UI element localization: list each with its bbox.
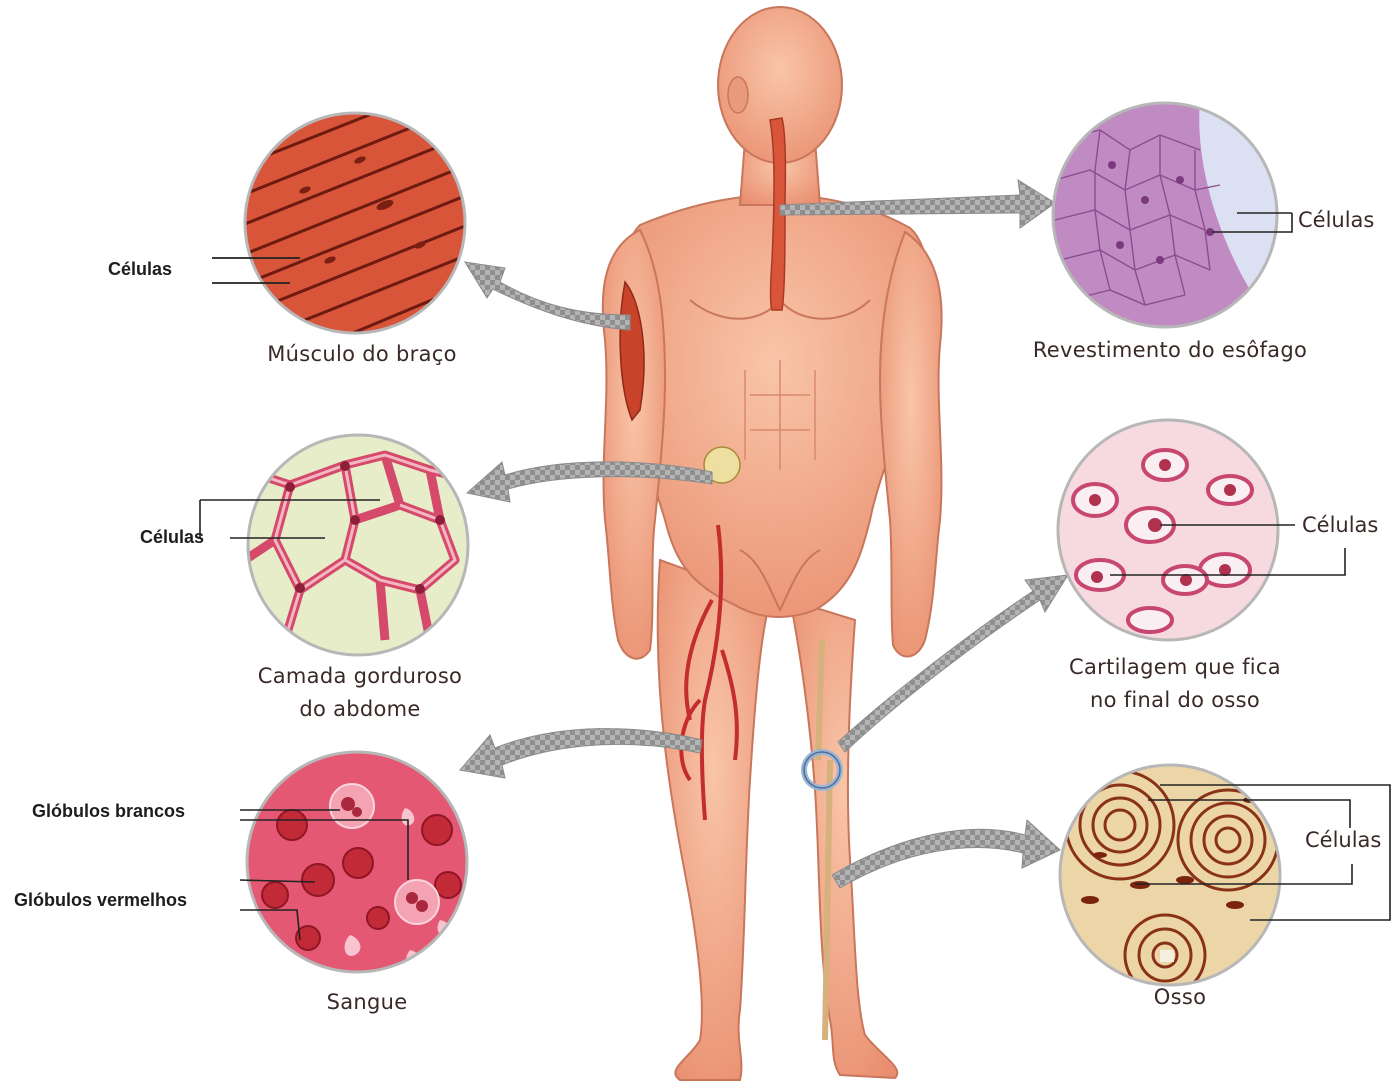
esophagus-cells-label: Células <box>1298 208 1374 232</box>
blood-caption: Sangue <box>267 990 467 1014</box>
fat-caption-line2: do abdome <box>230 697 490 721</box>
esophagus-caption: Revestimento do esôfago <box>1020 338 1320 362</box>
cartilage-cells-label: Células <box>1302 513 1378 537</box>
fat-caption-line1: Camada gorduroso <box>230 664 490 688</box>
bone-micrograph <box>1060 765 1390 995</box>
red-blood-cells-label: Glóbulos vermelhos <box>14 890 187 911</box>
arrow-to-bone <box>832 820 1060 888</box>
fat-cells-label: Células <box>140 527 204 548</box>
white-blood-cells-label: Glóbulos brancos <box>32 801 185 822</box>
arrow-to-cartilage <box>838 575 1068 752</box>
muscle-cells-label: Células <box>108 259 172 280</box>
blood-micrograph <box>240 752 467 972</box>
fat-micrograph <box>200 435 470 655</box>
human-body-illustration <box>603 7 942 1080</box>
cartilage-caption-line1: Cartilagem que fica <box>1040 655 1310 679</box>
cartilage-caption-line2: no final do osso <box>1040 688 1310 712</box>
bone-caption: Osso <box>1080 985 1280 1009</box>
muscle-caption: Músculo do braço <box>252 342 472 366</box>
esophagus-micrograph <box>1053 100 1300 327</box>
bone-cells-label: Células <box>1305 828 1381 852</box>
